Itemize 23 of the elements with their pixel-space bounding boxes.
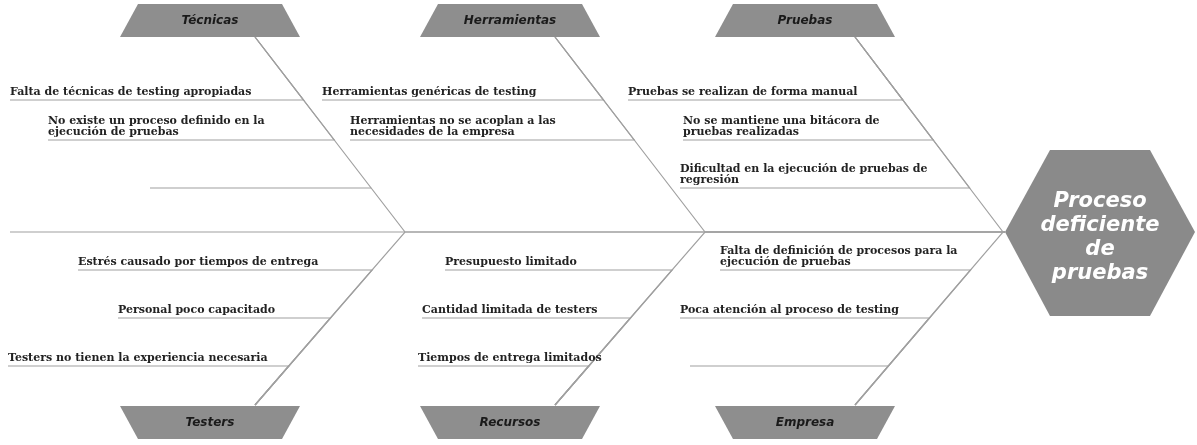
category-title: Testers (184, 415, 236, 429)
effect-title: Proceso deficiente de pruebas (1040, 188, 1160, 285)
cause-text: Personal poco capacitado (118, 304, 276, 317)
category-title: Empresa (774, 415, 836, 429)
category-title: Herramientas (462, 13, 558, 27)
category-title: Recursos (478, 415, 542, 429)
cause-text: Herramientas no se acoplan a las necesidades de la empresa (350, 114, 610, 139)
cause-text: Falta de técnicas de testing apropiadas (10, 86, 252, 99)
bone-line (854, 231, 1006, 406)
cause-text: Tiempos de entrega limitados (418, 352, 602, 365)
cause-text: Cantidad limitada de testers (422, 304, 598, 317)
cause-text: Testers no tienen la experiencia necesaria (8, 352, 268, 365)
cause-text: No existe un proceso definido en la ejecución de pruebas (48, 114, 293, 139)
cause-text: Dificultad en la ejecución de pruebas de regresión (680, 162, 970, 187)
cause-text: No se mantiene una bitácora de pruebas realizadas (683, 114, 918, 139)
category-title: Pruebas (776, 13, 834, 27)
cause-text: Presupuesto limitado (445, 256, 577, 269)
category-title: Técnicas (180, 13, 240, 27)
cause-text: Falta de definición de procesos para la ejecución de pruebas (720, 244, 960, 269)
cause-text: Estrés causado por tiempos de entrega (78, 256, 319, 269)
cause-text: Poca atención al proceso de testing (680, 304, 899, 317)
cause-text: Pruebas se realizan de forma manual (628, 86, 858, 99)
cause-text: Herramientas genéricas de testing (322, 86, 537, 99)
